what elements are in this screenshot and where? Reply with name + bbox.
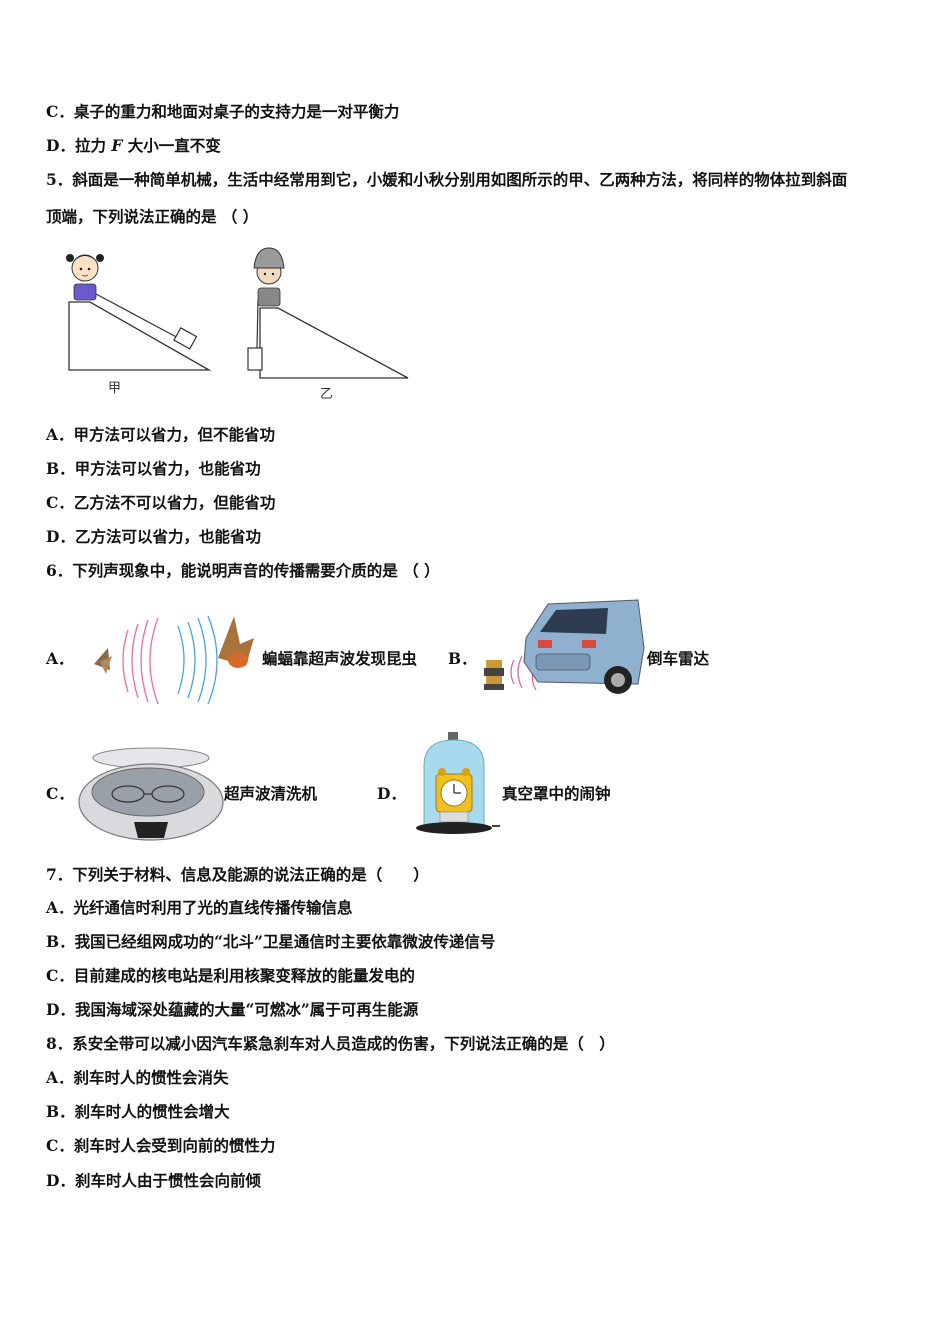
q5-stem-line1: 5．斜面是一种简单机械，生活中经常用到它，小媛和小秋分别用如图所示的甲、乙两种方… (46, 170, 848, 189)
q7-option-a: A．光纤通信时利用了光的直线传播传输信息 (46, 898, 353, 917)
q4-option-d-variable: F (111, 136, 123, 155)
car-icon (523, 599, 645, 694)
q7-option-c: C．目前建成的核电站是利用核聚变释放的能量发电的 (46, 966, 415, 985)
ultrasonic-cleaner-image (78, 747, 224, 841)
q7-option-d: D．我国海域深处蕴藏的大量“可燃冰”属于可再生能源 (46, 1000, 419, 1019)
q8-option-a: A．刹车时人的惯性会消失 (46, 1068, 229, 1087)
q4-option-d-suffix: 大小一直不变 (122, 136, 221, 155)
insect-icon (94, 648, 112, 674)
q4-option-c: C．桌子的重力和地面对桌子的支持力是一对平衡力 (46, 102, 400, 121)
alarm-clock-icon (435, 768, 473, 813)
q6-option-a-label: A． (46, 649, 74, 668)
incline-figure: 甲 乙 (66, 247, 409, 402)
incline-jia (66, 254, 212, 371)
reversing-radar-image (484, 599, 645, 694)
q7-stem: 7．下列关于材料、信息及能源的说法正确的是（ ） (46, 865, 429, 884)
q6-option-a-caption: 蝙蝠靠超声波发现昆虫 (262, 649, 418, 668)
q6-option-d-label: D． (377, 784, 406, 803)
q6-option-c-caption: 超声波清洗机 (224, 784, 318, 803)
q8-option-b: B．刹车时人的惯性会增大 (46, 1102, 230, 1121)
q7-option-b: B．我国已经组网成功的“北斗”卫星通信时主要依靠微波传递信号 (46, 932, 496, 951)
glasses-icon (111, 785, 185, 803)
q8-option-d: D．刹车时人由于惯性会向前倾 (46, 1171, 261, 1190)
bat-icon (218, 616, 254, 668)
obstacle-icon (484, 660, 504, 690)
boy-icon (253, 247, 285, 307)
q5-option-b: B．甲方法可以省力，也能省功 (46, 459, 261, 478)
q6-option-b-caption: 倒车雷达 (647, 649, 710, 668)
q6-stem: 6．下列声现象中，能说明声音的传播需要介质的是 （ ） (46, 561, 440, 580)
girl-icon (66, 254, 104, 301)
fig-label-yi: 乙 (320, 387, 333, 402)
incline-yi (247, 247, 409, 379)
bell-jar-clock-image (416, 732, 500, 834)
q6-option-c-label: C． (46, 784, 74, 803)
q8-stem: 8．系安全带可以减小因汽车紧急刹车对人员造成的伤害，下列说法正确的是（ ） (46, 1034, 615, 1053)
q5-option-d: D．乙方法可以省力，也能省功 (46, 527, 261, 546)
bat-ultrasound-image (94, 615, 254, 705)
q5-stem-line2: 顶端，下列说法正确的是 （ ） (46, 207, 259, 226)
q6-option-d-caption: 真空罩中的闹钟 (502, 784, 611, 803)
q6-option-b-label: B． (448, 649, 477, 668)
q4-option-d-prefix: D．拉力 (46, 136, 112, 155)
q4-option-d: D．拉力 F 大小一直不变 (46, 136, 221, 156)
q5-option-a: A．甲方法可以省力，但不能省功 (46, 425, 276, 444)
fig-label-jia: 甲 (108, 381, 121, 396)
q5-option-c: C．乙方法不可以省力，但能省功 (46, 493, 276, 512)
q8-option-c: C．刹车时人会受到向前的惯性力 (46, 1136, 276, 1155)
